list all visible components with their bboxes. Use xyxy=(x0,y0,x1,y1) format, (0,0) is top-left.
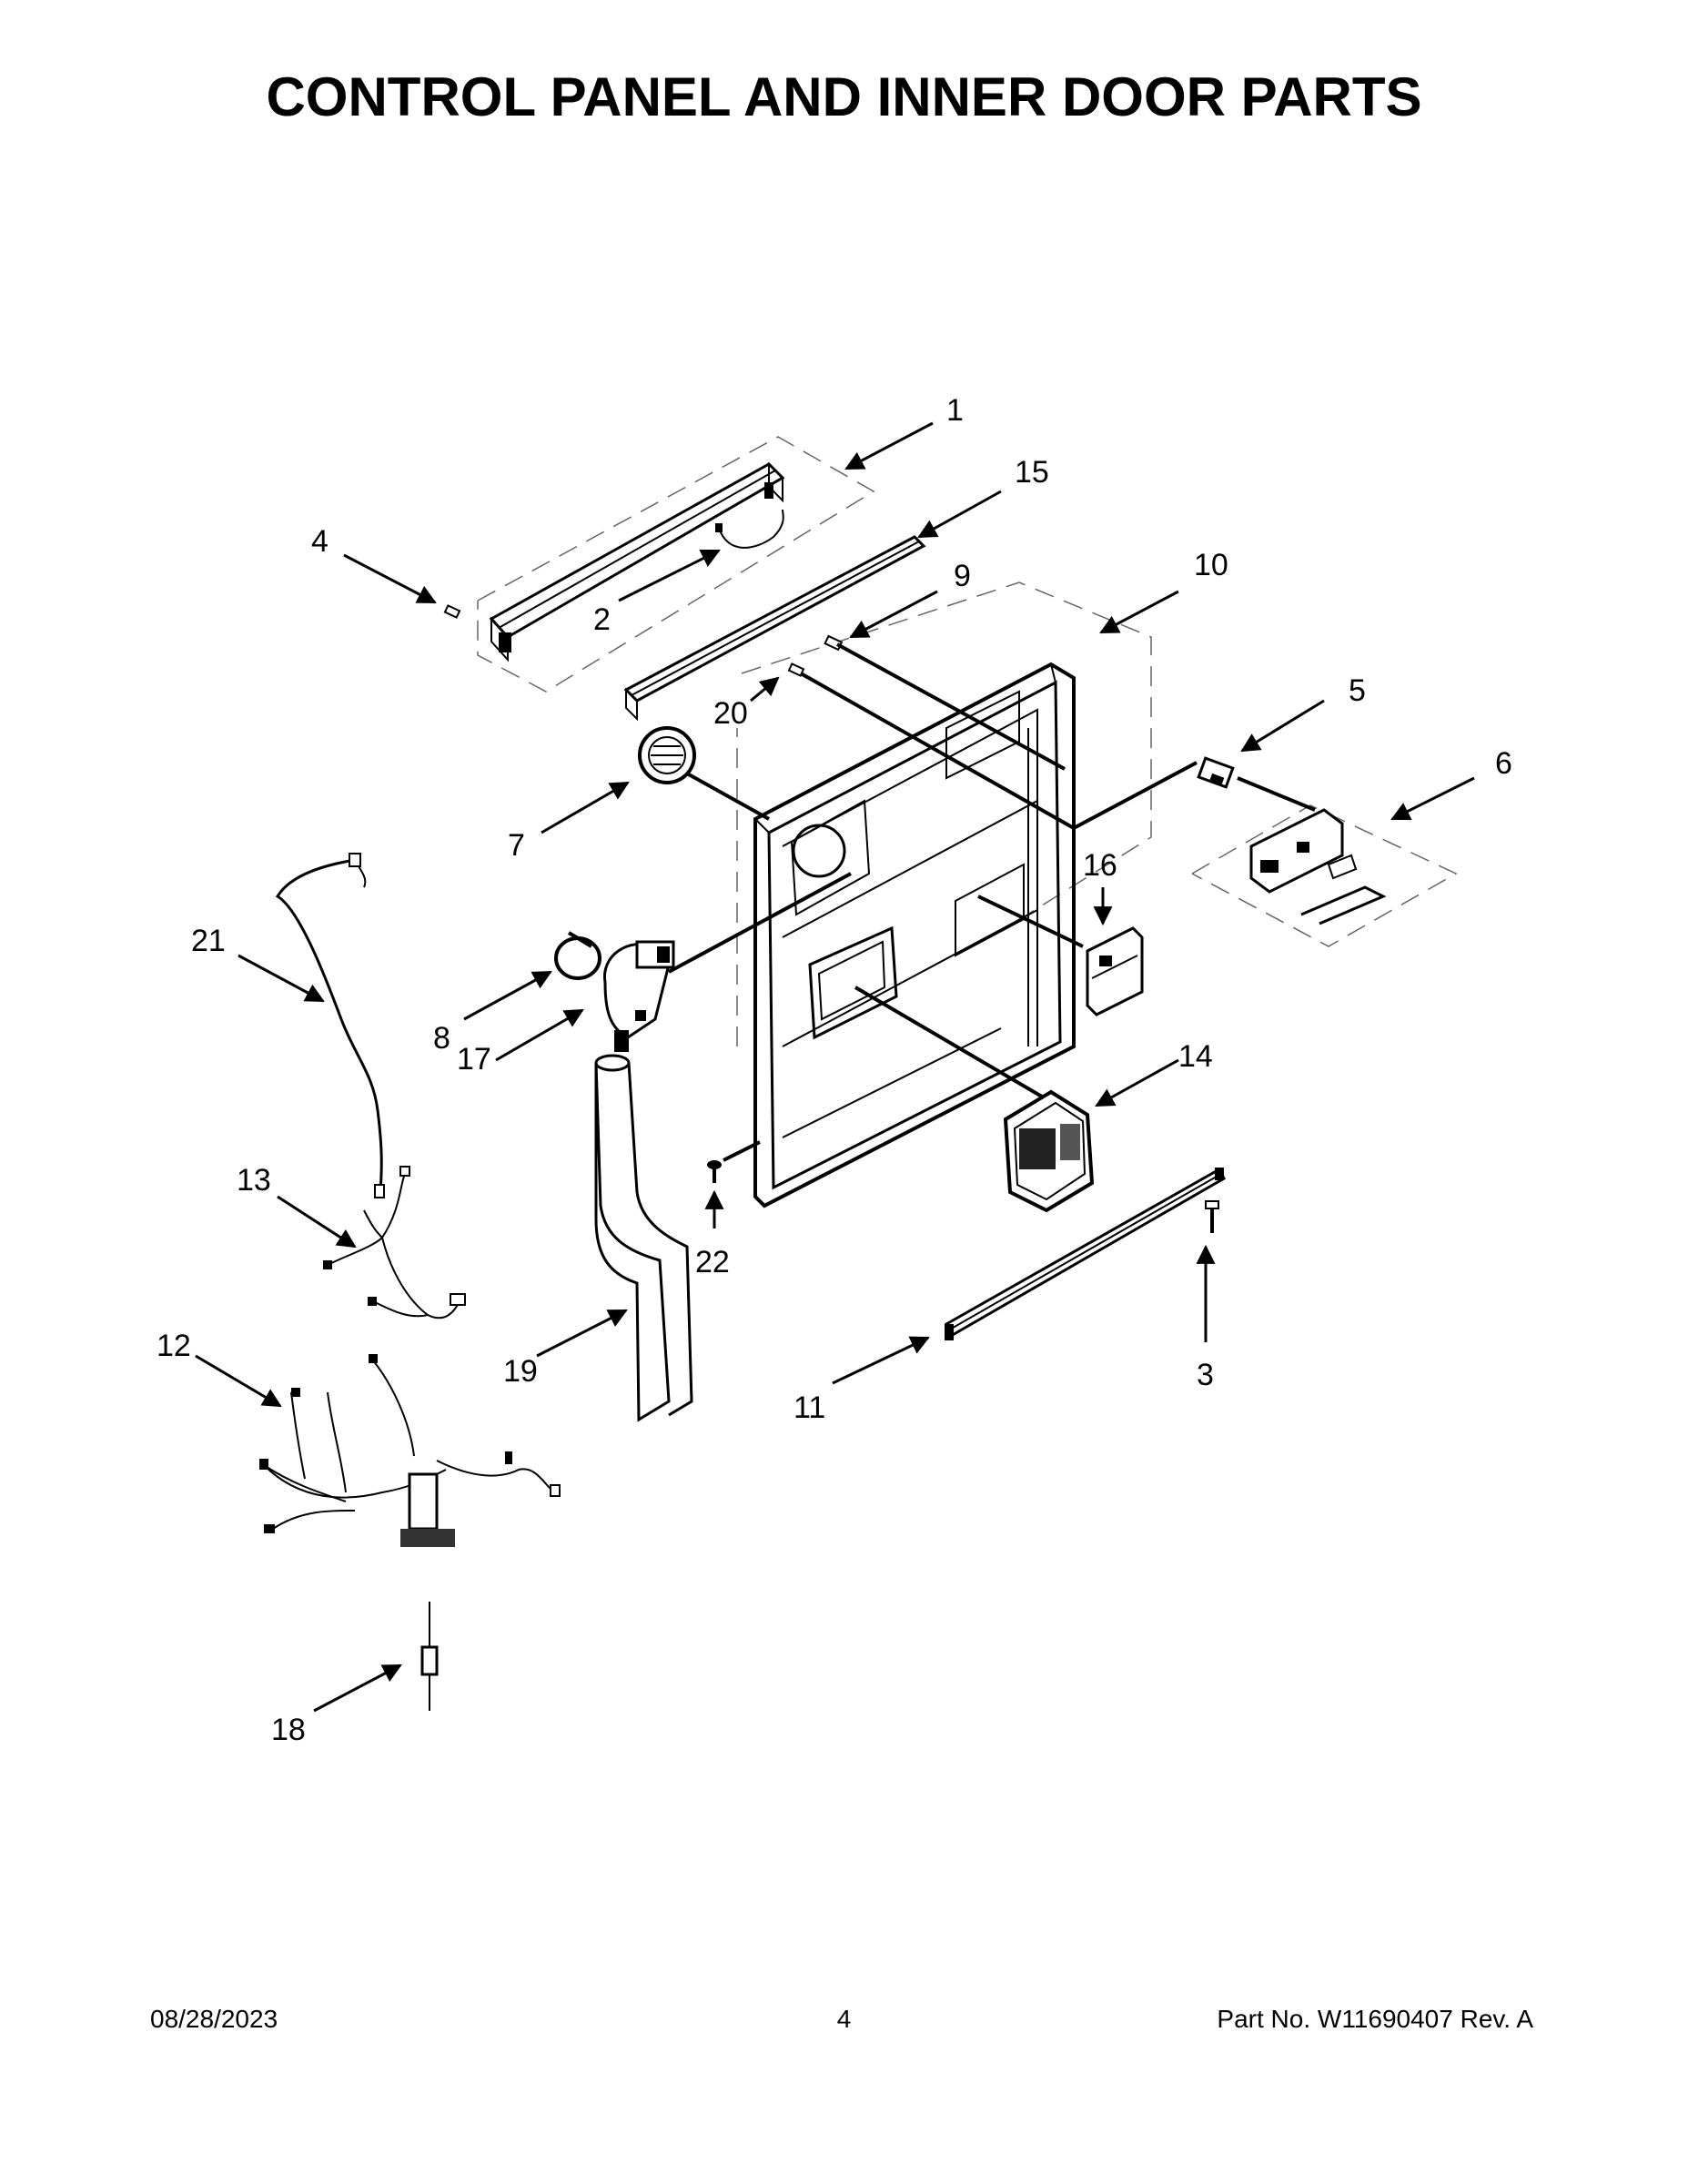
callout-9: 9 xyxy=(954,559,971,593)
part-bracket xyxy=(1086,926,1144,1016)
arrow-19 xyxy=(536,1309,628,1358)
arrow-2 xyxy=(618,549,721,602)
arrow-12 xyxy=(195,1354,282,1408)
footer-page-number: 4 xyxy=(836,2005,852,2033)
callout-3: 3 xyxy=(1197,1358,1214,1392)
part-screw-22 xyxy=(707,1160,722,1183)
arrow-9 xyxy=(849,590,938,639)
callout-21: 21 xyxy=(191,924,226,958)
callout-20: 20 xyxy=(713,696,748,731)
callout-5: 5 xyxy=(1349,673,1366,708)
part-inner-door xyxy=(753,662,1076,1208)
callout-22: 22 xyxy=(695,1245,730,1279)
part-dispenser xyxy=(1003,1089,1095,1213)
arrow-1 xyxy=(844,421,934,470)
part-o-ring xyxy=(554,936,601,980)
arrow-4 xyxy=(343,553,437,604)
part-wire-harness-12 xyxy=(259,1354,561,1547)
part-wire-harness-13 xyxy=(323,1166,466,1320)
part-wire-harness-21 xyxy=(275,853,385,1198)
arrow-21 xyxy=(238,954,325,1003)
part-fuse xyxy=(420,1602,439,1711)
callout-17: 17 xyxy=(457,1042,491,1077)
arrow-5 xyxy=(1240,699,1325,753)
callout-7: 7 xyxy=(508,828,525,863)
part-gasket-strip xyxy=(623,535,926,722)
arrow-8 xyxy=(463,970,552,1021)
callout-19: 19 xyxy=(503,1354,538,1389)
part-wire-2 xyxy=(715,509,784,549)
arrow-17 xyxy=(495,1008,584,1062)
arrow-7 xyxy=(541,781,630,834)
footer-date: 08/28/2023 xyxy=(150,2005,278,2033)
callout-6: 6 xyxy=(1495,746,1512,781)
arrow-6 xyxy=(1390,776,1475,821)
part-screw-3 xyxy=(1205,1200,1219,1233)
callout-2: 2 xyxy=(593,602,611,637)
callout-12: 12 xyxy=(157,1329,191,1363)
callout-4: 4 xyxy=(311,524,329,559)
callout-13: 13 xyxy=(237,1163,271,1198)
part-vent-duct xyxy=(594,1054,693,1422)
arrow-10 xyxy=(1099,590,1179,634)
callout-14: 14 xyxy=(1178,1039,1213,1074)
assembly-guide-lines xyxy=(477,436,1458,1046)
part-screw-4 xyxy=(443,604,461,619)
arrow-18 xyxy=(313,1663,402,1713)
callout-1: 1 xyxy=(946,393,964,428)
leader-lines xyxy=(567,642,1316,1162)
arrow-15 xyxy=(917,490,1002,539)
callout-15: 15 xyxy=(1015,455,1049,490)
callout-18: 18 xyxy=(271,1713,306,1747)
callout-labels: 1 2 3 4 5 6 7 8 9 10 11 12 13 14 15 16 1… xyxy=(157,393,1512,1747)
part-door-strip xyxy=(945,1167,1226,1340)
arrow-20 xyxy=(750,676,780,703)
callout-11: 11 xyxy=(793,1390,825,1425)
arrow-13 xyxy=(277,1195,357,1249)
callout-arrows xyxy=(195,421,1475,1713)
part-control-board xyxy=(1249,808,1387,925)
part-control-panel xyxy=(489,461,785,662)
footer-part-number: Part No. W11690407 Rev. A xyxy=(1217,2005,1533,2033)
arrow-14 xyxy=(1095,1058,1179,1107)
part-vent xyxy=(638,726,696,784)
arrow-11 xyxy=(832,1336,930,1385)
page-title: CONTROL PANEL AND INNER DOOR PARTS xyxy=(266,66,1422,127)
part-vent-assembly xyxy=(603,940,675,1052)
callout-10: 10 xyxy=(1194,548,1228,582)
part-door-switch xyxy=(1197,756,1235,789)
callout-8: 8 xyxy=(433,1021,450,1056)
callout-16: 16 xyxy=(1083,848,1117,883)
part-screw-9 xyxy=(824,634,844,652)
